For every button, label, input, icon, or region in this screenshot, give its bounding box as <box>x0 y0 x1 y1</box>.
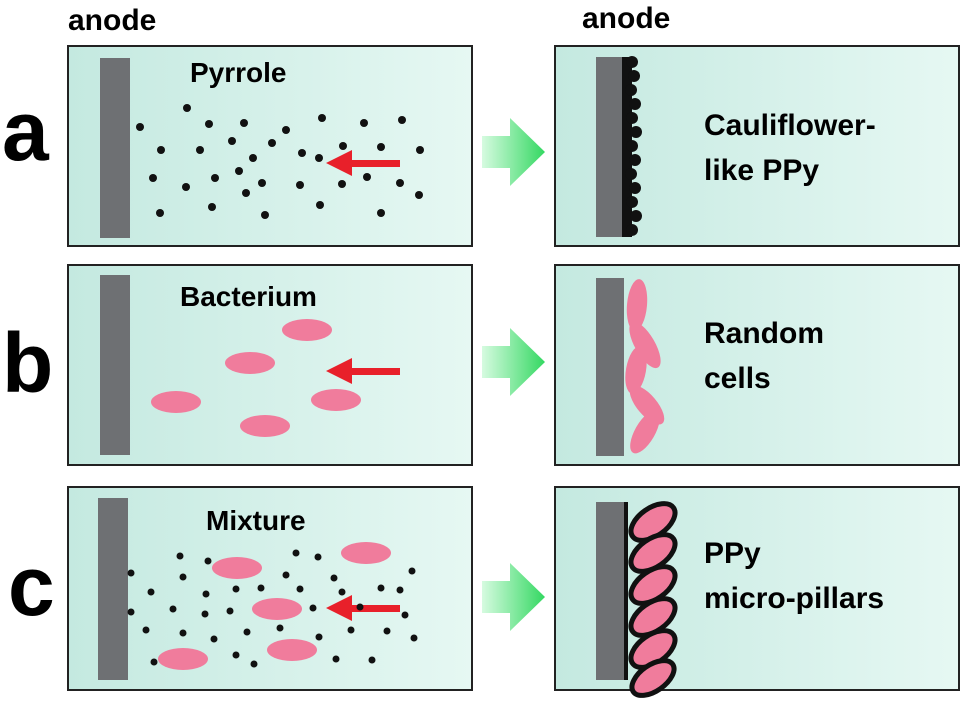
input-label-b: Bacterium <box>180 281 317 312</box>
row-letter-c: c <box>8 539 55 633</box>
result-label-c-line1: PPy <box>704 537 761 570</box>
pyrrole-particles-a <box>136 104 424 219</box>
bacteria-cells-b <box>151 319 361 437</box>
bacteria-cells-c <box>158 542 391 670</box>
row-letter-b: b <box>2 316 53 410</box>
input-label-c: Mixture <box>206 505 306 536</box>
anode-electrode-b-right <box>596 278 624 456</box>
result-label-b-line2: cells <box>704 362 771 395</box>
row-letter-a: a <box>2 84 50 178</box>
pyrrole-particles-c <box>127 549 418 668</box>
right-anode-header: anode <box>582 2 670 35</box>
result-label-c-line2: micro-pillars <box>704 582 884 615</box>
red-arrow-a <box>326 150 400 176</box>
panel-c-left <box>67 486 473 691</box>
result-label-b-line1: Random <box>704 317 824 350</box>
random-cells-layer <box>625 279 665 454</box>
anode-electrode-a-right <box>596 57 624 237</box>
left-anode-header: anode <box>68 4 156 37</box>
green-transition-arrow-c <box>482 563 545 631</box>
green-transition-arrow-a <box>482 118 545 186</box>
anode-electrode-c-right <box>596 502 624 680</box>
input-label-a: Pyrrole <box>190 57 287 88</box>
ppy-micro-pillars-layer <box>624 501 678 698</box>
red-arrow-b <box>326 358 400 384</box>
anode-electrode-b-left <box>100 275 130 455</box>
cauliflower-ppy-layer <box>622 56 642 237</box>
green-transition-arrow-b <box>482 328 545 396</box>
red-arrow-c <box>326 595 400 621</box>
anode-electrode-c-left <box>98 498 128 680</box>
result-label-a-line1: Cauliflower- <box>704 109 876 142</box>
anode-electrode-a-left <box>100 58 130 238</box>
result-label-a-line2: like PPy <box>704 154 819 187</box>
